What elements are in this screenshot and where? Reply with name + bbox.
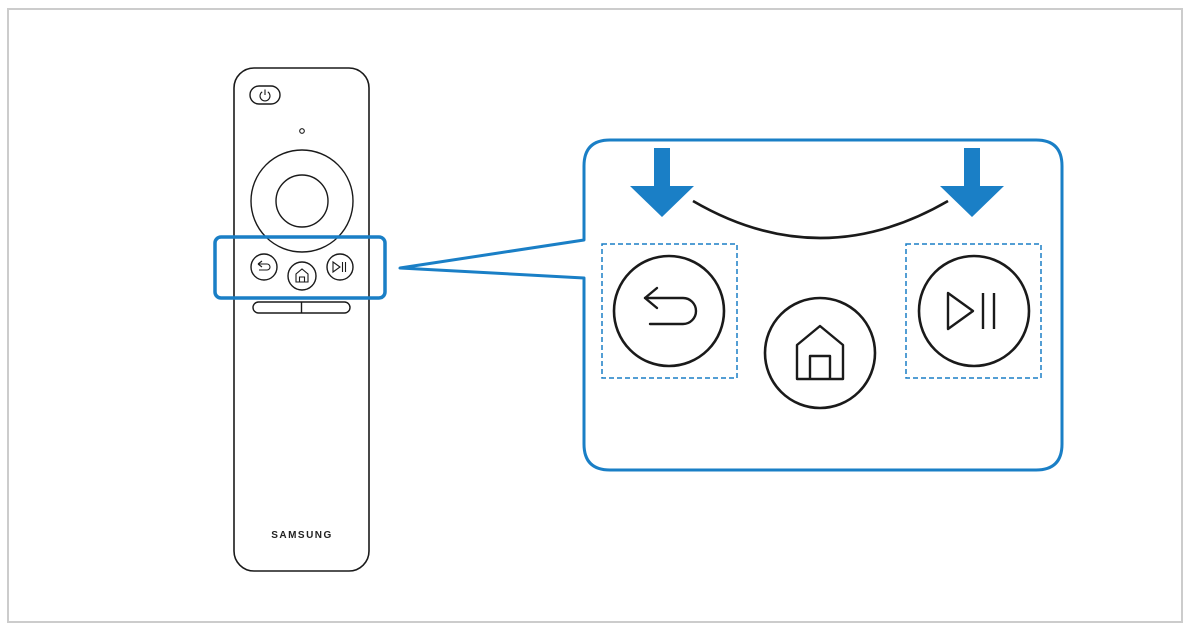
- back-button-dashed-frame: [601, 243, 738, 379]
- remote-brand-label: SAMSUNG: [271, 530, 333, 541]
- power-icon: [259, 89, 271, 102]
- remote-split-button[interactable]: [252, 301, 351, 314]
- microphone-dot: [299, 128, 305, 134]
- play-pause-icon: [332, 260, 347, 274]
- select-button[interactable]: [275, 174, 329, 228]
- play-pause-icon: [946, 291, 996, 331]
- back-arrow-icon: [257, 260, 271, 271]
- play-pause-dashed-frame: [905, 243, 1042, 379]
- remote-back-button[interactable]: [250, 253, 278, 281]
- home-icon: [295, 268, 309, 283]
- enlarged-back-button[interactable]: [612, 254, 726, 368]
- remote-play-pause-button[interactable]: [326, 253, 354, 281]
- highlight-box: [213, 235, 387, 300]
- enlarged-home-button[interactable]: [763, 296, 877, 410]
- connector-curve: [692, 199, 949, 240]
- remote-body: [233, 67, 370, 572]
- callout-panel: [398, 138, 1064, 472]
- enlarged-play-pause-button[interactable]: [917, 254, 1031, 368]
- back-arrow-icon: [643, 286, 698, 326]
- arrow-down-icon: [940, 148, 1004, 217]
- arrow-down-icon: [630, 148, 694, 217]
- power-button[interactable]: [249, 85, 281, 105]
- remote-home-button[interactable]: [287, 261, 317, 291]
- remote-control: SAMSUNG: [233, 67, 370, 572]
- home-icon: [795, 324, 845, 381]
